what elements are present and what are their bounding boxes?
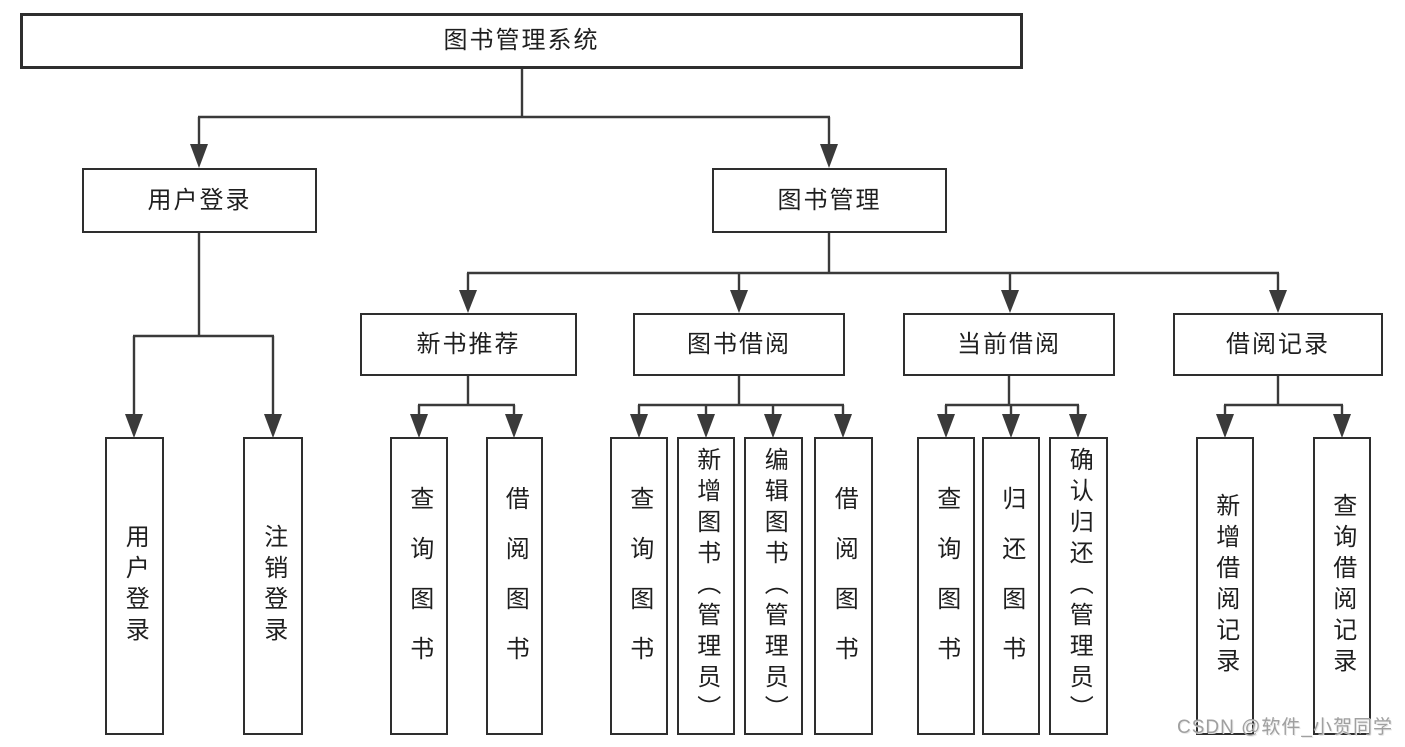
node-borrow-records-label: 借阅记录 [1226, 330, 1330, 358]
node-logout-label: 注销登录 [259, 524, 287, 648]
arrowhead-icon [1002, 414, 1020, 438]
node-cb-query-books-label: 查询图书 [932, 486, 960, 686]
node-nbr-borrow-books: 借阅图书 [486, 437, 543, 735]
node-book-management-label: 图书管理 [777, 186, 882, 214]
node-bb-query-books-label: 查询图书 [625, 486, 653, 686]
node-nbr-query-books-label: 查询图书 [405, 486, 433, 686]
node-cb-confirm-return-admin: 确认归还（管理员） [1049, 437, 1108, 735]
arrowhead-icon [459, 290, 477, 313]
arrowhead-icon [730, 290, 748, 313]
connector-borrow-records-split [1216, 376, 1351, 438]
connector-line [132, 233, 275, 420]
node-user-login-label: 用户登录 [147, 186, 252, 214]
connector-line [944, 376, 1080, 420]
arrowhead-icon [190, 144, 208, 168]
arrowhead-icon [264, 414, 282, 438]
node-system-root: 图书管理系统 [20, 13, 1023, 69]
connector-line [197, 67, 831, 150]
node-current-borrowing-label: 当前借阅 [957, 330, 1061, 358]
arrowhead-icon [1001, 290, 1019, 313]
arrowhead-icon [820, 144, 838, 168]
arrowhead-icon [937, 414, 955, 438]
node-logout: 注销登录 [243, 437, 303, 735]
node-current-borrowing: 当前借阅 [903, 313, 1115, 376]
node-login-label: 用户登录 [121, 524, 149, 648]
connector-book-management-split [459, 233, 1287, 313]
arrowhead-icon [630, 414, 648, 438]
node-bb-borrow-books: 借阅图书 [814, 437, 873, 735]
node-login: 用户登录 [105, 437, 164, 735]
node-nbr-borrow-books-label: 借阅图书 [501, 486, 529, 686]
node-borrow-records: 借阅记录 [1173, 313, 1383, 376]
node-system-root-label: 图书管理系统 [443, 27, 600, 55]
node-nbr-query-books: 查询图书 [390, 437, 448, 735]
node-bb-query-books: 查询图书 [610, 437, 668, 735]
node-book-borrowing-label: 图书借阅 [687, 330, 791, 358]
node-bb-edit-books-admin-label: 编辑图书（管理员） [760, 446, 788, 726]
connector-line [637, 376, 845, 420]
connector-line [417, 376, 516, 420]
node-br-query-record-label: 查询借阅记录 [1328, 493, 1356, 679]
connector-current-borrowing-split [937, 376, 1087, 438]
node-br-add-record-label: 新增借阅记录 [1211, 493, 1239, 679]
node-bb-add-books-admin: 新增图书（管理员） [677, 437, 735, 735]
node-cb-query-books: 查询图书 [917, 437, 975, 735]
arrowhead-icon [764, 414, 782, 438]
arrowhead-icon [834, 414, 852, 438]
node-bb-add-books-admin-label: 新增图书（管理员） [692, 446, 720, 726]
connector-book-borrowing-split [630, 376, 852, 438]
node-new-book-recommend-label: 新书推荐 [416, 330, 521, 358]
node-new-book-recommend: 新书推荐 [360, 313, 577, 376]
arrowhead-icon [697, 414, 715, 438]
csdn-watermark: CSDN @软件_小贺同学 [1177, 717, 1393, 738]
connector-root-split [190, 67, 838, 168]
node-cb-confirm-return-admin-label: 确认归还（管理员） [1065, 446, 1093, 726]
node-cb-return-books-label: 归还图书 [997, 486, 1025, 686]
arrowhead-icon [1069, 414, 1087, 438]
node-user-login: 用户登录 [82, 168, 317, 233]
arrowhead-icon [125, 414, 143, 438]
arrowhead-icon [1269, 290, 1287, 313]
node-cb-return-books: 归还图书 [982, 437, 1040, 735]
arrowhead-icon [505, 414, 523, 438]
node-book-management: 图书管理 [712, 168, 947, 233]
connector-line [466, 233, 1280, 296]
arrowhead-icon [1216, 414, 1234, 438]
arrowhead-icon [410, 414, 428, 438]
node-br-query-record: 查询借阅记录 [1313, 437, 1371, 735]
node-bb-edit-books-admin: 编辑图书（管理员） [744, 437, 803, 735]
node-book-borrowing: 图书借阅 [633, 313, 845, 376]
connector-new-book-recommend-split [410, 376, 523, 438]
arrowhead-icon [1333, 414, 1351, 438]
node-br-add-record: 新增借阅记录 [1196, 437, 1254, 735]
connector-user-login-split [125, 233, 282, 438]
node-bb-borrow-books-label: 借阅图书 [830, 486, 858, 686]
connector-line [1223, 376, 1344, 420]
